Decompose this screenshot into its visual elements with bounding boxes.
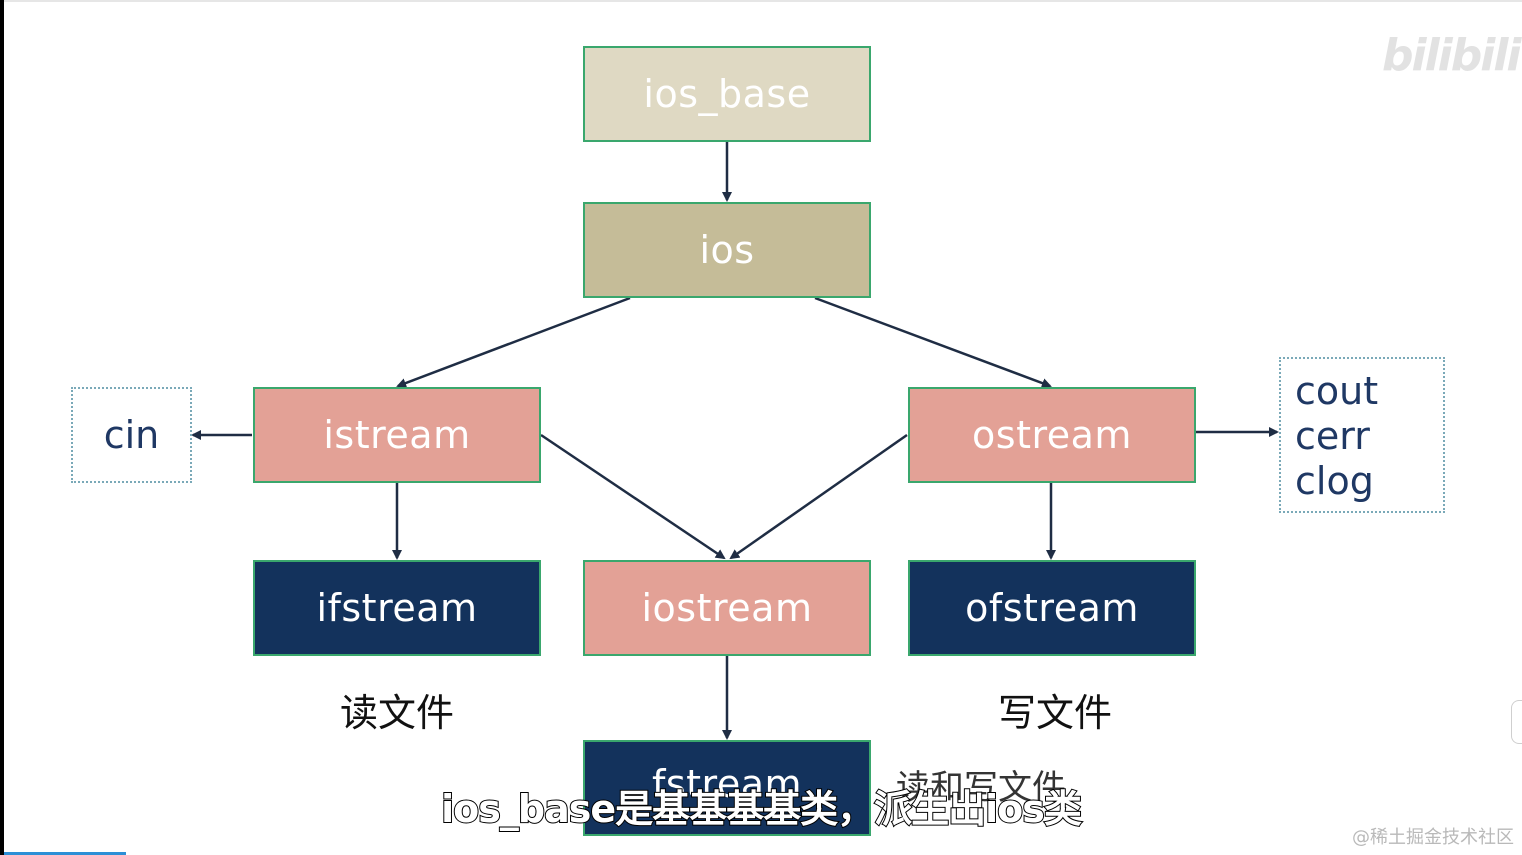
video-subtitle: ios_base是基基基基类，派生出ios类 (440, 786, 1083, 832)
node-ios: ios (583, 202, 871, 298)
progress-bar (4, 852, 126, 855)
node-ofstream: ofstream (908, 560, 1196, 656)
instance-clog: clog (1295, 459, 1374, 503)
bilibili-logo: bilibili (1382, 30, 1521, 81)
node-ifstream: ifstream (253, 560, 541, 656)
caption-write-file: 写文件 (998, 691, 1113, 735)
instance-cerr: cerr (1295, 414, 1370, 458)
arrow-ios-to-ostream (814, 296, 1052, 388)
top-border (4, 0, 1522, 2)
caption-read-write-file: 读和写文件 (896, 768, 1066, 808)
instance-cin: cin (103, 413, 160, 457)
instance-outputs-box: cout cerr clog (1279, 357, 1445, 513)
side-panel-handle[interactable] (1511, 700, 1522, 744)
node-ios-base: ios_base (583, 46, 871, 142)
caption-read-file: 读文件 (340, 691, 455, 735)
instance-cout: cout (1295, 369, 1379, 413)
node-istream: istream (253, 387, 541, 483)
node-ostream: ostream (908, 387, 1196, 483)
instance-cin-box: cin (71, 387, 192, 483)
arrow-ios-to-istream (396, 296, 631, 388)
arrow-ostream-to-iostream (729, 433, 908, 560)
node-fstream: fstream (583, 740, 871, 836)
watermark: @稀土掘金技术社区 (1352, 827, 1514, 848)
arrow-istream-to-iostream (540, 433, 726, 560)
left-edge-bar (0, 0, 4, 855)
node-iostream: iostream (583, 560, 871, 656)
